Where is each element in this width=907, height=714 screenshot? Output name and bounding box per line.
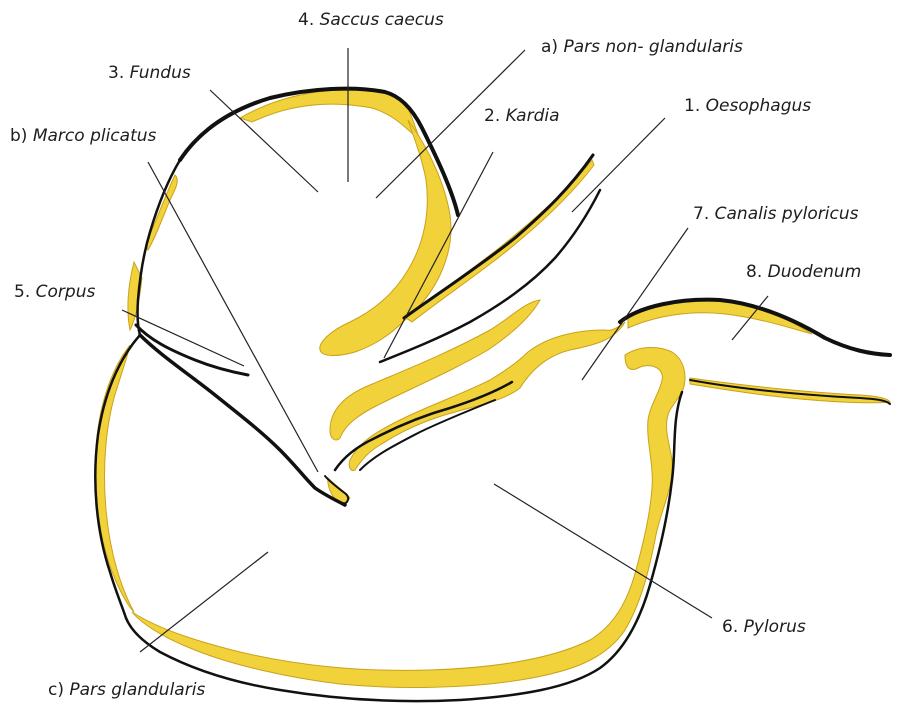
label-saccus-caecus: 4. Saccus caecus [298,10,444,30]
label-number: 7. [693,204,709,224]
fundus-outline [180,89,458,215]
label-name: Kardia [506,106,560,126]
corpus-dark-edge [136,325,248,375]
duodenum-lower-band [690,378,890,403]
label-name: Saccus caecus [320,10,444,30]
label-name: Pars glandularis [69,680,205,700]
margo-plicatus-outline [140,335,345,505]
label-name: Pars non- glandularis [563,37,742,57]
label-number: c) [48,680,64,700]
label-number: 8. [746,262,762,282]
label-number: b) [10,126,27,146]
label-fundus: 3. Fundus [108,63,191,83]
glandular-outer-band [96,345,134,612]
leader-margo-plicatus [148,162,318,472]
leader-corpus [122,310,244,366]
corpus-left-band [128,262,142,330]
label-kardia: 2. Kardia [484,106,560,126]
mucosa-layer [96,90,890,688]
label-number: 6. [722,617,738,637]
label-number: 3. [108,63,124,83]
label-duodenum: 8. Duodenum [746,262,861,282]
label-number: 5. [14,282,30,302]
non-glandular-wall-band [320,120,451,356]
label-corpus: 5. Corpus [14,282,95,302]
label-pars-non-glandularis: a) Pars non- glandularis [541,37,743,57]
label-name: Duodenum [768,262,862,282]
label-name: Oesophagus [706,96,812,116]
left-shoulder-band [147,175,177,250]
label-pylorus: 6. Pylorus [722,617,806,637]
label-canalis-pyloricus: 7. Canalis pyloricus [693,204,859,224]
leader-pylorus [494,484,712,618]
label-number: 2. [484,106,500,126]
label-name: Fundus [130,63,191,83]
pylorus-wall-band [132,347,685,687]
leader-pars-glandularis [140,552,268,652]
label-name: Pylorus [744,617,806,637]
label-pars-glandularis: c) Pars glandularis [48,680,205,700]
label-name: Canalis pyloricus [715,204,859,224]
label-number: 4. [298,10,314,30]
leader-lines [122,48,768,652]
label-oesophagus: 1. Oesophagus [684,96,811,116]
label-number: a) [541,37,558,57]
label-margo-plicatus: b) Marco plicatus [10,126,156,146]
label-name: Marco plicatus [33,126,157,146]
label-number: 1. [684,96,700,116]
label-name: Corpus [36,282,96,302]
